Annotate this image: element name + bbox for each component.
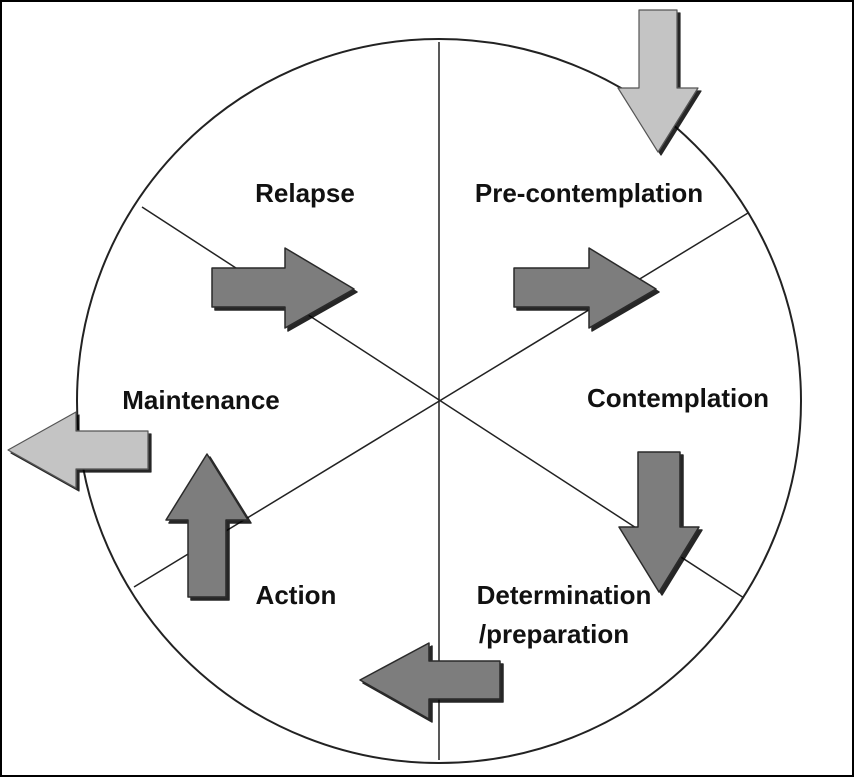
stage-label-action: Action xyxy=(256,580,337,610)
stage-label-contemplation: Contemplation xyxy=(587,383,769,413)
stage-label-preparation: /preparation xyxy=(479,619,629,649)
arrow-down-icon xyxy=(618,451,700,593)
arrow-down-light-icon xyxy=(617,9,699,153)
arrow-left-light-icon xyxy=(7,411,149,489)
stage-label-precontemplation: Pre-contemplation xyxy=(475,178,703,208)
stage-label-determination: Determination xyxy=(477,580,652,610)
wheel-circle xyxy=(76,38,802,764)
arrow-right-icon xyxy=(211,247,355,329)
arrow-up-icon xyxy=(165,453,249,598)
arrow-left-icon xyxy=(359,642,501,720)
stage-label-maintenance: Maintenance xyxy=(122,385,280,415)
arrow-right-icon xyxy=(513,247,657,329)
stage-label-relapse: Relapse xyxy=(255,178,355,208)
divider-diagonal-b xyxy=(133,212,749,588)
